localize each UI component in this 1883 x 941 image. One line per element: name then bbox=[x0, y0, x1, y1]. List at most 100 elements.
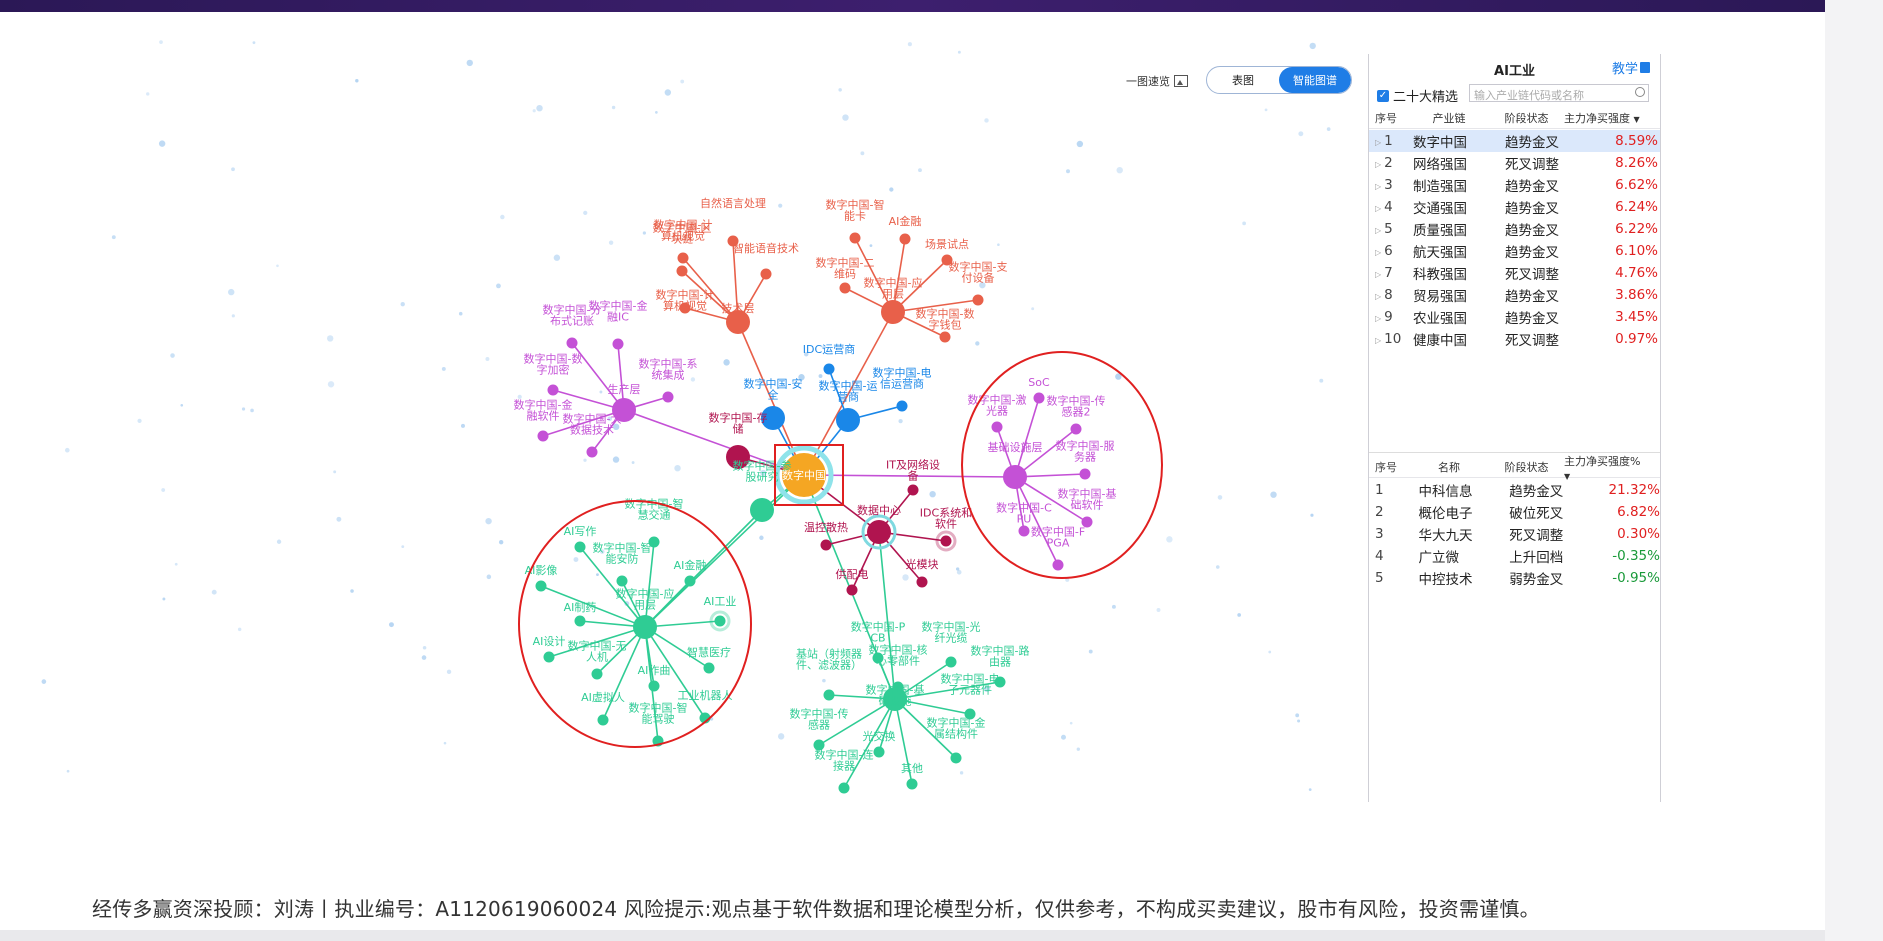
expand-icon[interactable]: ▷ bbox=[1375, 226, 1382, 235]
leaf-node[interactable] bbox=[813, 739, 825, 751]
leaf-node[interactable] bbox=[872, 652, 884, 664]
search-input[interactable]: 输入产业链代码或名称 bbox=[1469, 84, 1649, 102]
row-name[interactable]: 制造强国 bbox=[1413, 179, 1467, 195]
filter-checkbox[interactable]: ✓二十大精选 bbox=[1377, 86, 1458, 105]
expand-icon[interactable]: ▷ bbox=[1375, 336, 1382, 345]
col-value[interactable]: 主力净买强度% ▼ bbox=[1564, 453, 1642, 482]
hub-node[interactable] bbox=[750, 498, 774, 522]
expand-icon[interactable]: ▷ bbox=[1375, 314, 1382, 323]
leaf-node[interactable] bbox=[991, 421, 1003, 433]
col-name[interactable]: 名称 bbox=[1438, 461, 1460, 474]
row-name[interactable]: 中控技术 bbox=[1418, 572, 1473, 588]
row-name[interactable]: 华大九天 bbox=[1418, 528, 1473, 544]
col-value[interactable]: 主力净买强度 ▼ bbox=[1564, 110, 1642, 126]
leaf-node[interactable] bbox=[839, 282, 851, 294]
row-name[interactable]: 网络强国 bbox=[1413, 157, 1467, 173]
quick-view-button[interactable]: 一图速览 bbox=[1126, 73, 1188, 89]
leaf-node[interactable] bbox=[820, 539, 832, 551]
leaf-node[interactable] bbox=[612, 338, 624, 350]
leaf-node[interactable] bbox=[648, 680, 660, 692]
row-name[interactable]: 质量强国 bbox=[1413, 223, 1467, 239]
check-icon[interactable]: ✓ bbox=[1377, 89, 1389, 102]
hub-node[interactable] bbox=[836, 408, 860, 432]
leaf-node[interactable] bbox=[941, 254, 953, 266]
leaf-node[interactable] bbox=[1081, 516, 1093, 528]
leaf-node[interactable] bbox=[939, 331, 951, 343]
expand-icon[interactable]: ▷ bbox=[1375, 292, 1382, 301]
search-icon[interactable] bbox=[1635, 87, 1645, 97]
leaf-node[interactable] bbox=[994, 676, 1006, 688]
col-stage[interactable]: 阶段状态 bbox=[1504, 112, 1549, 125]
sort-down-icon[interactable]: ▼ bbox=[1633, 115, 1640, 124]
leaf-node[interactable] bbox=[574, 615, 586, 627]
center-node[interactable] bbox=[782, 453, 826, 497]
row-name[interactable]: 贸易强国 bbox=[1413, 289, 1467, 305]
leaf-node[interactable] bbox=[727, 235, 739, 247]
leaf-node[interactable] bbox=[574, 541, 586, 553]
expand-icon[interactable]: ▷ bbox=[1375, 160, 1382, 169]
leaf-node[interactable] bbox=[916, 576, 928, 588]
leaf-node[interactable] bbox=[907, 484, 919, 496]
leaf-node[interactable] bbox=[849, 232, 861, 244]
leaf-node[interactable] bbox=[940, 535, 952, 547]
hub-node[interactable] bbox=[867, 520, 891, 544]
leaf-node[interactable] bbox=[616, 575, 628, 587]
leaf-node[interactable] bbox=[535, 580, 547, 592]
leaf-node[interactable] bbox=[846, 584, 858, 596]
teach-link[interactable]: 教学 bbox=[1612, 58, 1650, 77]
leaf-node[interactable] bbox=[591, 668, 603, 680]
leaf-node[interactable] bbox=[1033, 392, 1045, 404]
leaf-node[interactable] bbox=[945, 656, 957, 668]
leaf-node[interactable] bbox=[597, 714, 609, 726]
smart-graph-tab[interactable]: 智能图谱 bbox=[1279, 67, 1351, 93]
leaf-node[interactable] bbox=[906, 778, 918, 790]
expand-icon[interactable]: ▷ bbox=[1375, 138, 1382, 147]
leaf-node[interactable] bbox=[823, 363, 835, 375]
leaf-node[interactable] bbox=[873, 746, 885, 758]
col-stage[interactable]: 阶段状态 bbox=[1504, 461, 1549, 474]
row-name[interactable]: 交通强国 bbox=[1413, 201, 1467, 217]
leaf-node[interactable] bbox=[964, 708, 976, 720]
leaf-node[interactable] bbox=[677, 252, 689, 264]
leaf-node[interactable] bbox=[950, 752, 962, 764]
hub-node[interactable] bbox=[633, 615, 657, 639]
leaf-node[interactable] bbox=[679, 302, 691, 314]
hub-node[interactable] bbox=[726, 310, 750, 334]
leaf-node[interactable] bbox=[547, 384, 559, 396]
leaf-node[interactable] bbox=[1079, 468, 1091, 480]
row-name[interactable]: 广立微 bbox=[1418, 550, 1459, 566]
leaf-node[interactable] bbox=[823, 689, 835, 701]
expand-icon[interactable]: ▷ bbox=[1375, 204, 1382, 213]
hub-node[interactable] bbox=[881, 300, 905, 324]
row-name[interactable]: 中科信息 bbox=[1418, 484, 1473, 500]
expand-icon[interactable]: ▷ bbox=[1375, 182, 1382, 191]
leaf-node[interactable] bbox=[838, 782, 850, 794]
row-name[interactable]: 概伦电子 bbox=[1418, 506, 1473, 522]
hub-node[interactable] bbox=[761, 406, 785, 430]
col-name[interactable]: 产业链 bbox=[1432, 112, 1466, 125]
leaf-node[interactable] bbox=[714, 615, 726, 627]
leaf-node[interactable] bbox=[1070, 423, 1082, 435]
expand-icon[interactable]: ▷ bbox=[1375, 270, 1382, 279]
hub-node[interactable] bbox=[1003, 465, 1027, 489]
leaf-node[interactable] bbox=[1018, 525, 1030, 537]
row-name[interactable]: 数字中国 bbox=[1413, 135, 1467, 151]
leaf-node[interactable] bbox=[899, 233, 911, 245]
hub-node[interactable] bbox=[612, 398, 636, 422]
leaf-node[interactable] bbox=[566, 337, 578, 349]
leaf-node[interactable] bbox=[543, 651, 555, 663]
hub-node[interactable] bbox=[883, 687, 907, 711]
leaf-node[interactable] bbox=[703, 662, 715, 674]
leaf-node[interactable] bbox=[648, 536, 660, 548]
row-name[interactable]: 航天强国 bbox=[1413, 245, 1467, 261]
